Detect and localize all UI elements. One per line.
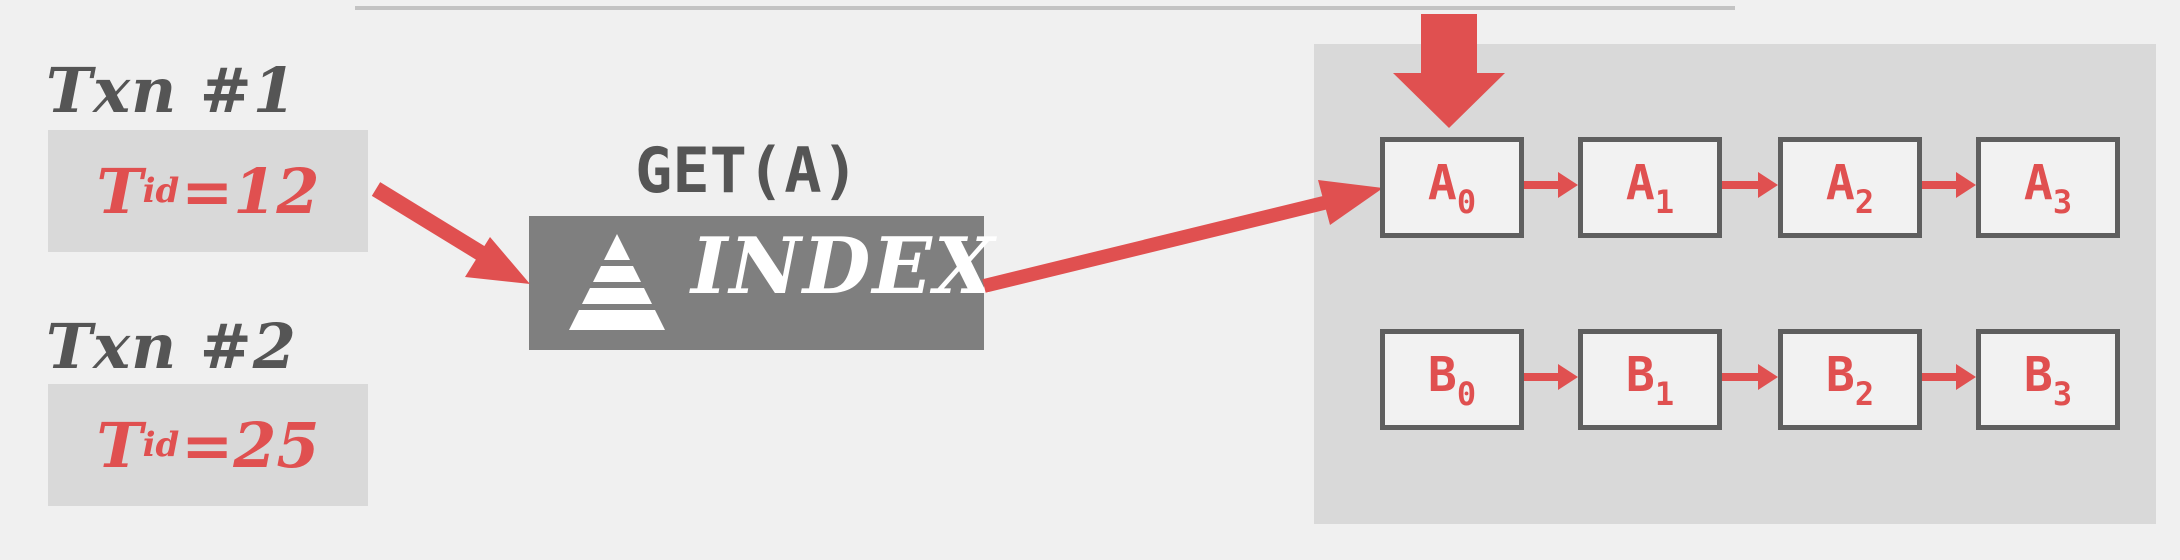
chain-a-arrow-0-1 <box>1558 172 1578 198</box>
index-pyramid-icon <box>549 234 679 330</box>
chain-a-arrow-1-2 <box>1758 172 1778 198</box>
txn1-to-index-arrow <box>371 182 505 272</box>
version-label-a2: A2 <box>1825 154 1875 221</box>
top-insert-arrow-shaft <box>1421 14 1477 76</box>
version-label-b3: B3 <box>2023 346 2073 413</box>
version-box-b1: B1 <box>1578 329 1722 430</box>
txn-1-title: Txn #1 <box>46 54 297 127</box>
txn1-to-index-arrowhead <box>465 237 530 284</box>
get-operation-label: GET(A) <box>635 134 859 207</box>
version-label-b1: B1 <box>1625 346 1675 413</box>
version-box-a2: A2 <box>1778 137 1922 238</box>
version-box-a1: A1 <box>1578 137 1722 238</box>
index-label: INDEX <box>691 221 997 312</box>
top-insert-arrow-head <box>1393 73 1505 128</box>
index-to-version-arrow <box>982 192 1342 293</box>
chain-a-arrow-2-3 <box>1956 172 1976 198</box>
top-divider <box>355 6 1735 10</box>
version-box-a0: A0 <box>1380 137 1524 238</box>
version-label-a3: A3 <box>2023 154 2073 221</box>
chain-b-arrow-0-1 <box>1558 364 1578 390</box>
index-to-version-arrowhead <box>1318 180 1383 225</box>
version-box-b2: B2 <box>1778 329 1922 430</box>
version-box-b0: B0 <box>1380 329 1524 430</box>
version-label-a0: A0 <box>1427 154 1477 221</box>
version-label-a1: A1 <box>1625 154 1675 221</box>
version-label-b0: B0 <box>1427 346 1477 413</box>
chain-b-arrow-1-2 <box>1758 364 1778 390</box>
txn-2-title: Txn #2 <box>46 310 297 383</box>
index-box: INDEX <box>529 216 994 350</box>
version-storage-area <box>1314 44 2156 524</box>
version-label-b2: B2 <box>1825 346 1875 413</box>
chain-b-arrow-2-3 <box>1956 364 1976 390</box>
version-box-b3: B3 <box>1976 329 2120 430</box>
version-box-a3: A3 <box>1976 137 2120 238</box>
